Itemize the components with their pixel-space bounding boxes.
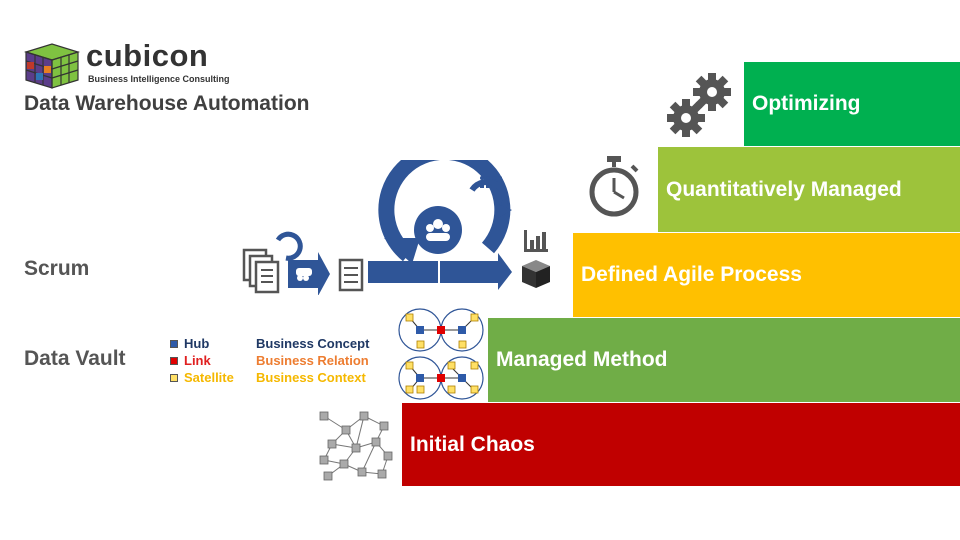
legend-symbol: Hub xyxy=(184,336,210,351)
level-label: Managed Method xyxy=(496,348,668,371)
legend-link: Link Business Relation xyxy=(170,353,369,368)
legend-hub: Hub Business Concept xyxy=(170,336,369,351)
legend-meaning: Business Concept xyxy=(256,336,370,351)
hub-square-icon xyxy=(170,339,178,348)
bar-chart-icon xyxy=(524,230,548,252)
link-square-icon xyxy=(170,356,178,365)
brand-tagline: Business Intelligence Consulting xyxy=(88,74,230,84)
level-initial-chaos: Initial Chaos xyxy=(402,403,960,486)
scrum-process-diagram xyxy=(242,160,550,295)
legend-meaning: Business Relation xyxy=(256,353,369,368)
gears-icon xyxy=(667,73,731,137)
brand-name: cubicon xyxy=(86,38,209,73)
level-quantitatively-managed: Quantitatively Managed xyxy=(658,147,960,232)
legend-symbol: Satellite xyxy=(184,370,234,385)
level-managed-method: Managed Method xyxy=(488,318,960,402)
level-defined-agile-process: Defined Agile Process xyxy=(573,233,960,317)
cubicon-logo-icon xyxy=(23,43,81,89)
data-vault-label: Data Vault xyxy=(24,347,126,370)
increment-cube-icon xyxy=(522,260,550,288)
level-label: Initial Chaos xyxy=(410,432,535,456)
level-label: Defined Agile Process xyxy=(581,263,802,286)
page-title: Data Warehouse Automation xyxy=(24,92,310,115)
legend-meaning: Business Context xyxy=(256,370,366,385)
level-label: Optimizing xyxy=(752,92,861,115)
scrum-label: Scrum xyxy=(24,257,90,280)
data-vault-model-diagram xyxy=(398,308,484,400)
level-optimizing: Optimizing xyxy=(744,62,960,146)
chaos-network-icon xyxy=(319,411,393,481)
legend-satellite: Satellite Business Context xyxy=(170,370,366,385)
stopwatch-icon xyxy=(589,156,639,217)
legend-symbol: Link xyxy=(184,353,211,368)
satellite-square-icon xyxy=(170,373,178,382)
level-label: Quantitatively Managed xyxy=(666,177,902,201)
